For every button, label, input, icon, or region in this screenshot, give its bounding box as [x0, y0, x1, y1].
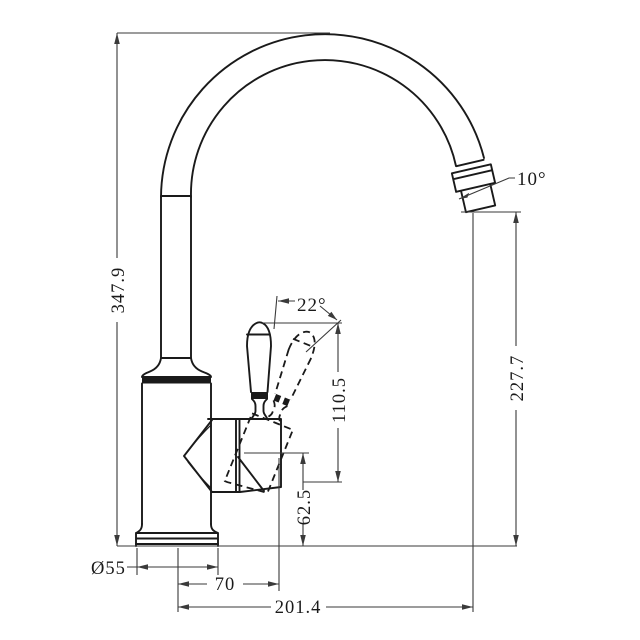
- spout-aerator: [450, 158, 497, 214]
- riser-tube: [160, 195, 192, 359]
- dim-handle-top-height: 110.5: [262, 322, 350, 483]
- flange-seal-band: [142, 377, 211, 384]
- handle-lever-rotated-dashed: [223, 330, 316, 494]
- body-column: [141, 382, 212, 525]
- bell-flange: [141, 357, 212, 378]
- base-flange: [135, 523, 219, 547]
- dim-spout-reach: 201.4: [178, 213, 474, 618]
- dim-spout-outlet-height: 227.7: [461, 211, 528, 546]
- dim-outlet-angle: 10°: [458, 169, 547, 200]
- spout-outer-arc: [160, 33, 485, 198]
- dim-handle-top-height-value: 110.5: [330, 377, 350, 423]
- dim-valve-center-height: 62.5: [244, 452, 315, 546]
- dim-spout-outlet-height-value: 227.7: [508, 355, 528, 402]
- dim-outlet-angle-value: 10°: [517, 169, 547, 190]
- handle-band: [251, 392, 268, 399]
- dim-handle-offset-value: 70: [215, 575, 236, 595]
- valve-body: [183, 418, 282, 493]
- dim-base-diameter-value: Ø55: [91, 559, 126, 579]
- dim-handle-swing-angle: 22°: [273, 295, 342, 353]
- handle-stem: [250, 398, 269, 420]
- dim-handle-swing-angle-value: 22°: [297, 295, 327, 316]
- dim-valve-center-height-value: 62.5: [295, 489, 315, 525]
- dim-base-diameter: Ø55: [91, 548, 219, 579]
- spout-inner-arc: [190, 59, 457, 198]
- handle-bulb: [246, 321, 272, 393]
- faucet-outline: [135, 33, 497, 547]
- dim-handle-offset: 70: [177, 458, 280, 612]
- dim-spout-reach-value: 201.4: [275, 598, 322, 618]
- dim-total-height-value: 347.9: [109, 267, 129, 314]
- valve-chamfer-lines: [187, 424, 212, 489]
- handle-lever: [246, 321, 272, 420]
- dim-total-height: 347.9: [109, 32, 330, 546]
